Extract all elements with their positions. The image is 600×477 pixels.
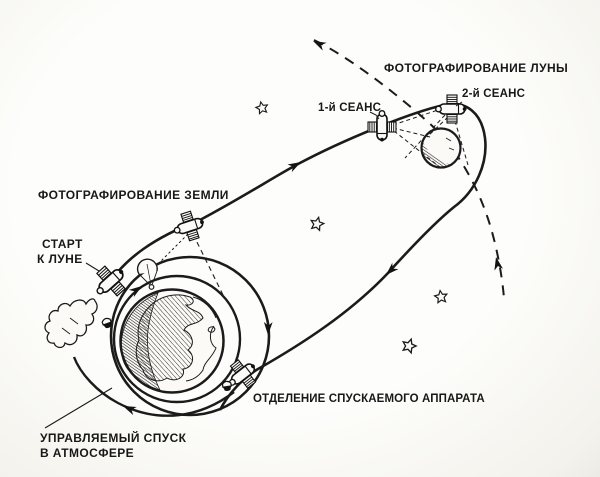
parking-orbit-inner <box>112 274 242 404</box>
lunar-orbit-dashed-arc <box>311 37 505 299</box>
label-descent-line2: В АТМОСФЕРЕ <box>40 446 135 460</box>
earth-photo-sightlines <box>151 233 226 300</box>
label-descent-line1: УПРАВЛЯЕМЫЙ СПУСК <box>40 431 187 445</box>
star-icon <box>254 100 270 115</box>
label-moon-photography: ФОТОГРАФИРОВАНИЕ ЛУНЫ <box>384 61 569 75</box>
star-icon <box>308 215 326 232</box>
launch-rocket-icon <box>86 258 134 305</box>
label-launch-line2: К ЛУНЕ <box>37 252 83 266</box>
star-icon <box>400 336 419 355</box>
moon-icon <box>420 127 462 169</box>
exhaust-plume-icon <box>44 298 98 349</box>
star-icon <box>433 289 449 304</box>
arrowhead-icon <box>121 401 137 416</box>
descent-capsule-icon <box>221 380 233 393</box>
parking-orbit-outer <box>109 255 273 417</box>
arrowhead-icon <box>311 37 327 51</box>
label-session-1: 1-й СЕАНС <box>318 102 382 114</box>
flight-trajectory <box>102 102 487 411</box>
atmospheric-descent-arc <box>72 356 235 417</box>
label-pointer-lines <box>44 101 463 429</box>
label-session-2: 2-й СЕАНС <box>462 88 526 100</box>
label-launch-line1: СТАРТ <box>42 237 83 251</box>
spacecraft-session1-icon <box>367 109 397 143</box>
earth-globe-icon <box>119 288 225 394</box>
spacecraft-earth-photo-icon <box>169 207 209 246</box>
parachute-icon <box>136 258 158 290</box>
label-separation: ОТДЕЛЕНИЕ СПУСКАЕМОГО АППАРАТА <box>253 393 485 405</box>
arrowhead-icon <box>287 158 304 173</box>
moon-photo-sightlines <box>392 108 469 169</box>
label-earth-photography: ФОТОГРАФИРОВАНИЕ ЗЕМЛИ <box>38 188 229 202</box>
